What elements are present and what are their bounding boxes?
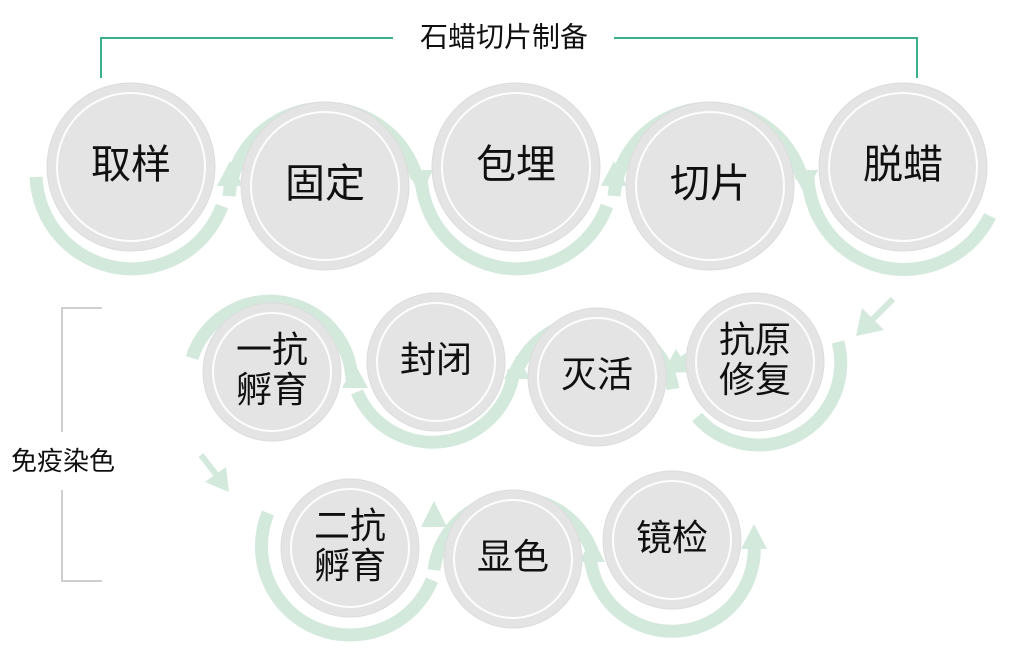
- node-disc: [602, 470, 742, 610]
- node-inner-ring: [695, 302, 815, 422]
- node-label: 切片: [670, 162, 750, 206]
- row-top: 取样 固定 包埋 切片 脱蜡: [46, 82, 988, 271]
- arrowhead-to-jingjian: [579, 538, 605, 562]
- side-bracket-top-segment: [61, 307, 102, 432]
- node-label: 抗原修复: [719, 318, 791, 399]
- node-label: 灭活: [561, 354, 633, 395]
- node-label: 固定: [285, 162, 365, 206]
- node-label: 封闭: [400, 339, 472, 380]
- node-inner-ring: [376, 302, 496, 422]
- arrowheads-layer: [217, 161, 818, 562]
- arrowhead-to-qiepian: [601, 161, 627, 186]
- arc-tuola-outgoing: [801, 176, 996, 276]
- diagonal-connectors-layer: [198, 296, 896, 492]
- arrowhead-to-guding: [217, 161, 243, 186]
- arc-yikang-over: [185, 294, 359, 381]
- node-inner-ring: [441, 92, 591, 242]
- row-middle: 抗原修复 灭活 封闭 一抗孵育: [202, 292, 825, 447]
- title-paraffin-preparation: 石蜡切片制备: [420, 21, 588, 52]
- top-group-bracket: [100, 37, 918, 78]
- top-bracket-left-segment: [100, 37, 393, 78]
- node-label: 脱蜡: [863, 143, 943, 187]
- arrowhead-to-baomai: [407, 170, 433, 195]
- arrowhead-to-fengbi: [504, 355, 530, 379]
- node-disc: [443, 489, 583, 629]
- node-inner-ring: [56, 92, 206, 242]
- node-n12[interactable]: 镜检: [602, 470, 742, 610]
- arc-fengbi-under: [351, 369, 521, 449]
- node-n11[interactable]: 显色: [443, 489, 583, 629]
- node-label: 一抗孵育: [236, 328, 308, 409]
- node-n4[interactable]: 切片: [625, 101, 795, 271]
- diagonal-arrow-tuola-to-kangyuan-line: [867, 296, 896, 325]
- node-disc: [685, 292, 825, 432]
- node-n2[interactable]: 固定: [240, 101, 410, 271]
- node-n1[interactable]: 取样: [46, 82, 216, 252]
- node-n6[interactable]: 抗原修复: [685, 292, 825, 432]
- node-label: 二抗孵育: [314, 504, 386, 585]
- node-label: 显色: [477, 536, 549, 577]
- side-bracket-bottom-segment: [61, 490, 102, 582]
- node-inner-ring: [537, 317, 657, 437]
- node-n10[interactable]: 二抗孵育: [280, 478, 420, 618]
- node-n5[interactable]: 脱蜡: [818, 82, 988, 252]
- node-disc: [818, 82, 988, 252]
- node-n9[interactable]: 一抗孵育: [202, 302, 342, 442]
- side-group-bracket: [61, 307, 102, 582]
- arrowhead-to-tuola: [792, 170, 818, 195]
- node-label: 镜检: [636, 517, 708, 558]
- diagonal-arrow-tuola-to-kangyuan-head: [856, 308, 884, 336]
- node-inner-ring: [290, 488, 410, 608]
- arrowhead-to-miehuo: [663, 349, 690, 373]
- arrowhead-to-yikang: [342, 364, 368, 388]
- arc-erkang-under: [254, 510, 439, 642]
- arc-jingjian-under: [583, 541, 761, 638]
- node-n7[interactable]: 灭活: [527, 307, 667, 447]
- node-n8[interactable]: 封闭: [366, 292, 506, 432]
- arc-quyang-to-guding: [29, 176, 229, 276]
- arrowhead-end-flow: [741, 524, 767, 549]
- node-inner-ring: [828, 92, 978, 242]
- node-n3[interactable]: 包埋: [431, 82, 601, 252]
- node-disc: [46, 82, 216, 252]
- row-bottom: 二抗孵育 显色 镜检: [280, 470, 742, 629]
- flow-arcs-layer: [29, 101, 996, 642]
- node-disc: [280, 478, 420, 618]
- top-bracket-right-segment: [614, 37, 918, 78]
- arrowhead-to-xianse: [421, 501, 447, 527]
- node-disc: [240, 101, 410, 271]
- node-label: 取样: [91, 143, 171, 187]
- arc-kangyuan-incoming: [692, 340, 848, 452]
- label-immunostaining: 免疫染色: [11, 446, 115, 476]
- node-inner-ring: [612, 480, 732, 600]
- node-inner-ring: [453, 499, 573, 619]
- node-disc: [202, 302, 342, 442]
- node-disc: [527, 307, 667, 447]
- node-inner-ring: [250, 111, 400, 261]
- node-disc: [366, 292, 506, 432]
- arc-baomai-to-qiepian: [414, 176, 614, 276]
- node-disc: [431, 82, 601, 252]
- node-inner-ring: [635, 111, 785, 261]
- diagonal-arrow-yikang-to-erkang-line: [198, 453, 221, 479]
- node-inner-ring: [212, 312, 332, 432]
- node-disc: [625, 101, 795, 271]
- diagonal-arrow-yikang-to-erkang-head: [205, 467, 229, 492]
- node-label: 包埋: [476, 143, 556, 187]
